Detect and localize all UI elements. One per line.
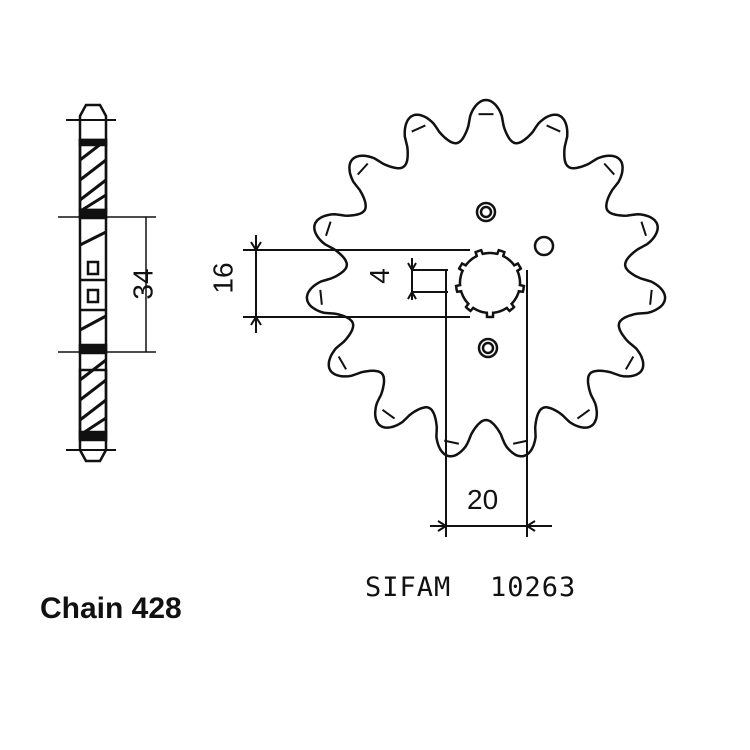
dimension-4-label: 4 [363,268,395,284]
dimension-16-lines [243,235,470,333]
sprocket-outline [305,98,667,458]
tooth-tip [381,408,396,420]
dimension-4-lines [407,258,448,300]
spline-hub [454,248,526,319]
mounting-hole [475,201,497,223]
tooth-tip [625,355,635,370]
tooth-tip [325,221,332,237]
part-number: 10263 [490,572,577,603]
tooth-tip [337,355,347,370]
dimension-16-label: 16 [207,262,239,294]
tooth-tip [512,439,528,445]
mounting-hole [477,337,499,359]
side-view [58,103,156,463]
tooth-tip [546,124,561,133]
dimension-20-lines [430,270,552,537]
dimension-34-label: 34 [127,268,159,300]
mounting-hole-inner [481,341,495,355]
tooth-tip [357,162,369,176]
mounting-hole-inner [479,205,493,219]
dimension-20-label: 20 [467,484,499,515]
plain-hole [533,235,555,257]
tooth-tip [411,124,426,133]
tooth-tip [603,162,615,176]
tooth-tip [319,289,323,305]
tooth-tip [649,289,653,305]
brand-label: SIFAM [365,572,452,603]
tooth-tip [576,408,591,420]
tooth-tip [640,221,647,237]
chain-label: Chain 428 [40,592,182,625]
